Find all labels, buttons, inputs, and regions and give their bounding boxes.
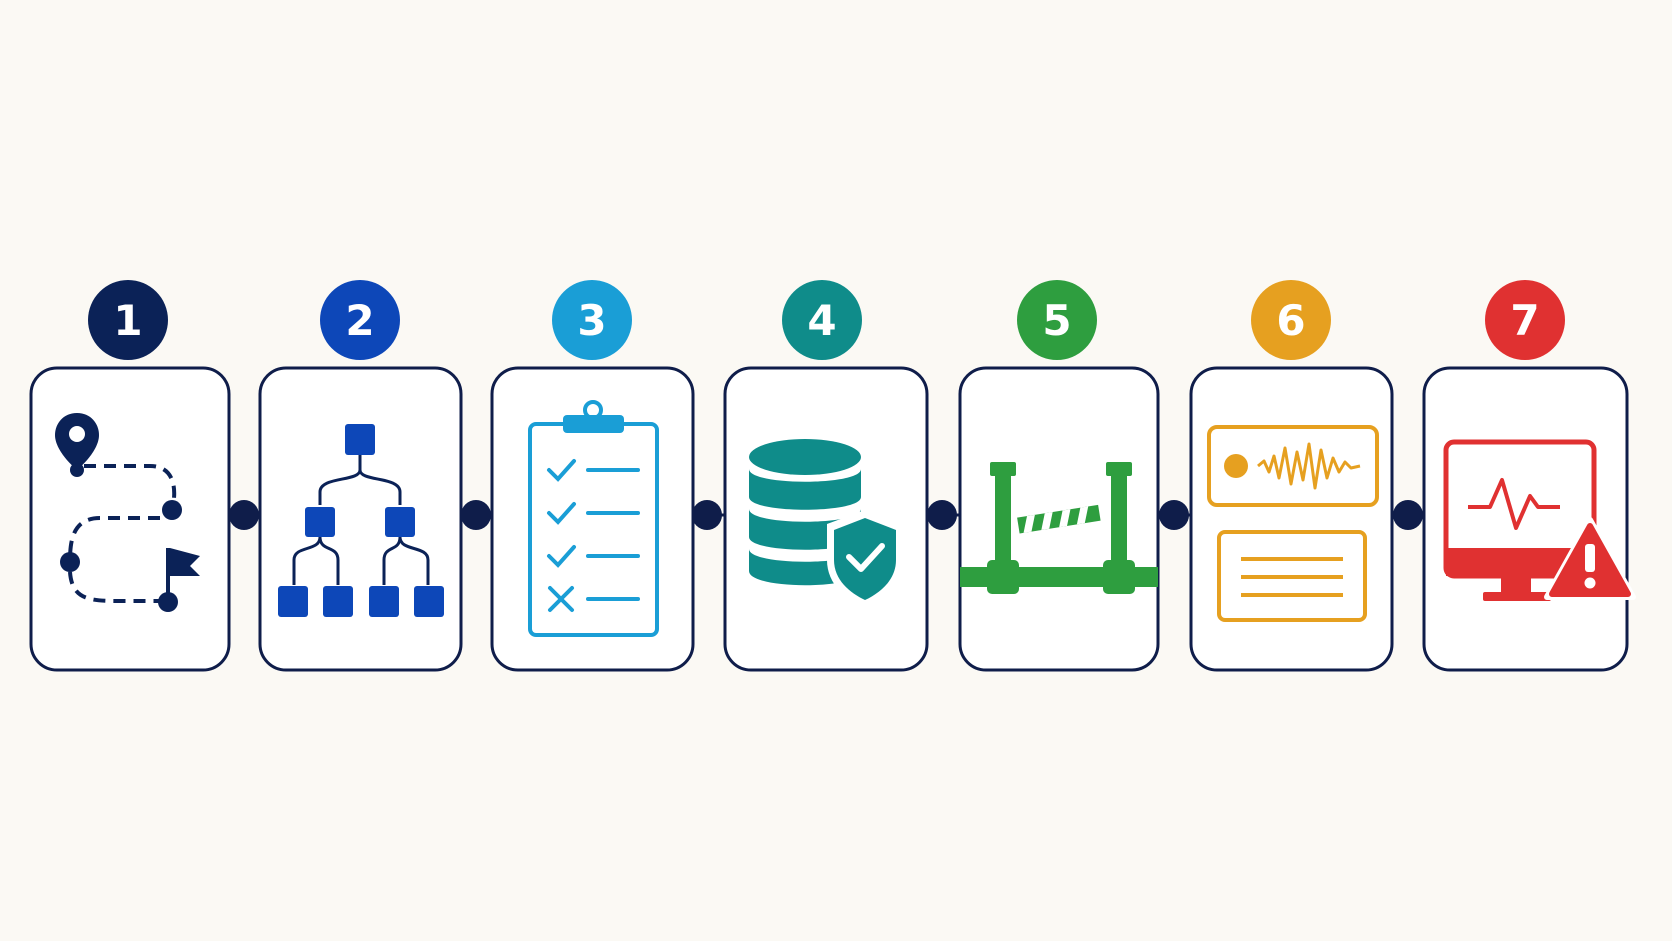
connector-6-7	[1391, 500, 1424, 530]
step-7-card	[1422, 366, 1629, 672]
step-2-card	[258, 366, 463, 672]
clipboard-checklist-icon	[528, 400, 659, 637]
step-5-number: 5	[1042, 296, 1071, 345]
connector-3-4	[692, 500, 725, 530]
step-6-number: 6	[1276, 296, 1305, 345]
step-2: 2	[258, 280, 463, 672]
step-3-card	[490, 366, 695, 672]
hierarchy-tree-icon	[292, 455, 430, 585]
step-2-number: 2	[345, 296, 374, 345]
step-4-number: 4	[807, 296, 836, 345]
step-6-badge	[1251, 280, 1331, 360]
connector-2-3	[461, 500, 492, 530]
step-7: 7	[1422, 280, 1636, 672]
step-3: 3	[490, 280, 695, 672]
step-3-number: 3	[577, 296, 606, 345]
step-7-badge	[1485, 280, 1565, 360]
barrier-gate-icon	[960, 462, 1158, 594]
route-map-icon	[55, 413, 200, 612]
hierarchy-nodes	[278, 424, 444, 617]
step-4-badge	[782, 280, 862, 360]
step-1: 1	[29, 280, 231, 672]
step-1-number: 1	[113, 296, 142, 345]
step-5-badge	[1017, 280, 1097, 360]
step-6-card	[1189, 366, 1394, 672]
step-5: 5	[958, 280, 1160, 672]
step-1-badge	[88, 280, 168, 360]
monitor-alert-icon	[1443, 439, 1636, 601]
step-7-number: 7	[1510, 296, 1539, 345]
connector-4-5	[924, 500, 960, 530]
step-6: 6	[1189, 280, 1394, 672]
database-shield-icon	[749, 439, 903, 608]
step-4: 4	[723, 280, 929, 672]
step-3-badge	[552, 280, 632, 360]
connector-5-6	[1158, 500, 1191, 530]
step-2-badge	[320, 280, 400, 360]
audio-log-icon	[1207, 425, 1379, 622]
